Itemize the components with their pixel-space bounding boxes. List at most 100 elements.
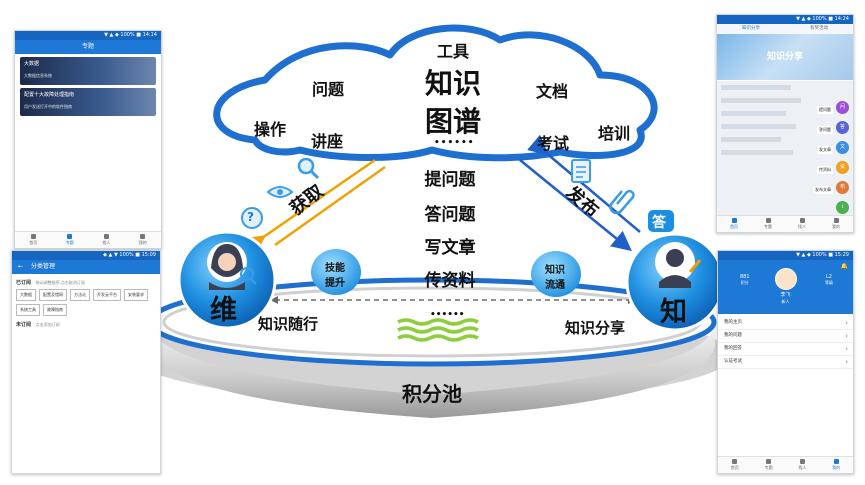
home-icon <box>732 459 738 464</box>
points-pool-label: 积分池 <box>402 382 462 406</box>
menu-label: 我的回答 <box>724 346 742 351</box>
people-icon <box>799 459 805 464</box>
home-icon <box>731 218 737 223</box>
tab-home[interactable]: 首页 <box>717 216 751 232</box>
tab-topic[interactable]: 专题 <box>752 457 786 473</box>
cloud-item-operations: 操作 <box>254 120 287 139</box>
menu-item-homepage[interactable]: 我的主页 <box>718 317 853 330</box>
fab-label: 发文章 <box>817 146 833 154</box>
tab-label: 找人 <box>798 224 806 229</box>
tab-topic[interactable]: 专题 <box>52 232 89 248</box>
topic-icon <box>765 218 771 223</box>
cloud-item-lectures: 讲座 <box>311 132 344 151</box>
left-bubble-line2: 提升 <box>325 278 345 289</box>
tab-label: 专题 <box>764 465 773 470</box>
tab-bar: 首页 专题 找人 我的 <box>15 231 161 248</box>
help-glyph: ? <box>247 210 254 224</box>
avatar[interactable] <box>775 268 797 290</box>
male-avatar-icon <box>655 242 702 288</box>
tab-mine[interactable]: 我的 <box>819 216 853 232</box>
menu-item-certification-exam[interactable]: 认证考试 <box>718 356 853 369</box>
category-chip[interactable]: 安装要求 <box>124 289 148 301</box>
eye-icon <box>266 186 294 198</box>
platform-ring <box>150 325 715 418</box>
menu-item-my-questions[interactable]: 我的问题 <box>718 330 853 343</box>
tab-people[interactable]: 找人 <box>785 216 819 232</box>
tab-label: 我的 <box>832 465 841 470</box>
cloud-item-tools: 工具 <box>437 42 470 61</box>
category-chip[interactable]: 大数据 <box>16 289 36 301</box>
topic-card[interactable]: 大数据 大数据信息系统 <box>20 57 156 85</box>
tab-knowledge-share[interactable]: 知识分享 <box>742 26 760 31</box>
tab-topic[interactable]: 专题 <box>751 216 785 232</box>
category-chip[interactable]: 配置及错网 <box>39 289 67 301</box>
user-icon <box>833 218 839 223</box>
topic-card-sub: 大数据信息系统 <box>24 73 52 78</box>
app-bar-title: 分类管理 <box>30 263 55 270</box>
tab-label: 首页 <box>730 465 739 470</box>
right-bubble-line1: 知识 <box>545 265 565 276</box>
bell-icon[interactable]: 🔔 <box>840 263 848 270</box>
menu-label: 我的问题 <box>724 333 742 338</box>
tab-mine[interactable]: 我的 <box>125 232 162 248</box>
cloud-center-line2: 图谱 <box>425 105 482 138</box>
fab-label: 传资料 <box>817 166 833 174</box>
unsubscribed-section: 未订阅 点击添加订阅 <box>16 321 156 328</box>
answer-bubble-icon <box>648 210 674 232</box>
category-chip[interactable]: 系统工具 <box>16 304 40 316</box>
tab-mine[interactable]: 我的 <box>819 457 853 473</box>
tab-home[interactable]: 首页 <box>718 457 752 473</box>
upload-material-fab[interactable]: 资 <box>836 161 849 174</box>
center-list-item-write: 写文章 <box>424 238 476 258</box>
ask-question-fab[interactable]: 问 <box>836 101 849 114</box>
tab-bar: 首页 专题 找人 我的 <box>717 215 853 232</box>
tab-label: 专题 <box>764 224 772 229</box>
topic-card[interactable]: 配置十大故障处理指南 用户发送打开中的软件指南 <box>20 88 156 116</box>
subscribed-hint: 拖动调整顺序,点击取消订阅 <box>35 280 85 285</box>
get-arrow-2 <box>274 165 386 247</box>
people-icon <box>103 234 109 239</box>
publish-article-fab[interactable]: 布 <box>836 181 849 194</box>
topic-card-title: 大数据 <box>24 61 40 67</box>
get-arrow-1 <box>243 158 376 255</box>
stat-level: L2 等级 <box>825 274 833 286</box>
topic-card-sub: 用户发送打开中的软件指南 <box>24 104 72 109</box>
answer-question-fab[interactable]: 答 <box>836 121 849 134</box>
fab-label: 答问题 <box>817 126 833 134</box>
center-list-item-upload: 传资料 <box>424 271 476 291</box>
topic-icon <box>67 234 73 239</box>
cloud-item-training: 培训 <box>598 124 631 143</box>
status-bar: ▼ ▲ ◆ 100% ■ 14:14 <box>15 31 161 40</box>
category-chip[interactable]: 开发云平台 <box>93 289 121 301</box>
tab-label: 我的 <box>832 224 840 229</box>
info-fab[interactable]: i <box>836 201 849 214</box>
menu-label: 认证考试 <box>724 359 742 364</box>
stat-value: 881 <box>740 274 750 280</box>
phone-profile: ▼ ▲ ◆ 100% ■ 15:29 🔔 881 积分 L2 等级 李飞 新人 … <box>717 250 854 474</box>
category-chip[interactable]: 故障指南 <box>43 304 67 316</box>
tab-home[interactable]: 首页 <box>15 232 52 248</box>
tab-label: 首页 <box>730 224 738 229</box>
wave-dots: •••••• <box>430 310 465 320</box>
back-arrow-icon[interactable]: ← <box>18 263 24 270</box>
fab-label: 发布文章 <box>813 186 833 194</box>
profile-header: 🔔 881 积分 L2 等级 李飞 新人 <box>718 260 853 314</box>
tab-reward-activity[interactable]: 有奖活动 <box>810 26 828 31</box>
document-icon <box>571 159 591 183</box>
category-chip[interactable]: 方法论 <box>70 289 90 301</box>
menu-item-my-answers[interactable]: 我的回答 <box>718 343 853 356</box>
right-node-char: 知 <box>660 297 687 328</box>
tab-label: 我的 <box>138 240 147 245</box>
right-bubble-line2: 流通 <box>545 280 565 291</box>
phone-subscribe: ◆ ▲ ▼ 100% ■ 15:09 ← 分类管理 已订阅 拖动调整顺序,点击取… <box>11 250 161 474</box>
female-avatar-icon <box>207 242 257 290</box>
cloud-item-documents: 文档 <box>536 82 569 101</box>
tab-people[interactable]: 找人 <box>88 232 125 248</box>
stat-label: 积分 <box>740 280 749 285</box>
publish-banner: 知识分享 <box>717 34 853 80</box>
write-article-fab[interactable]: 文 <box>836 141 849 154</box>
tab-people[interactable]: 找人 <box>786 457 820 473</box>
phone-publish: ▼ ▲ ◆ 100% ■ 14:24 知识分享 有奖活动 知识分享 提问题 问 … <box>716 14 854 233</box>
tab-label: 首页 <box>29 240 38 245</box>
right-caption: 知识分享 <box>565 319 626 337</box>
